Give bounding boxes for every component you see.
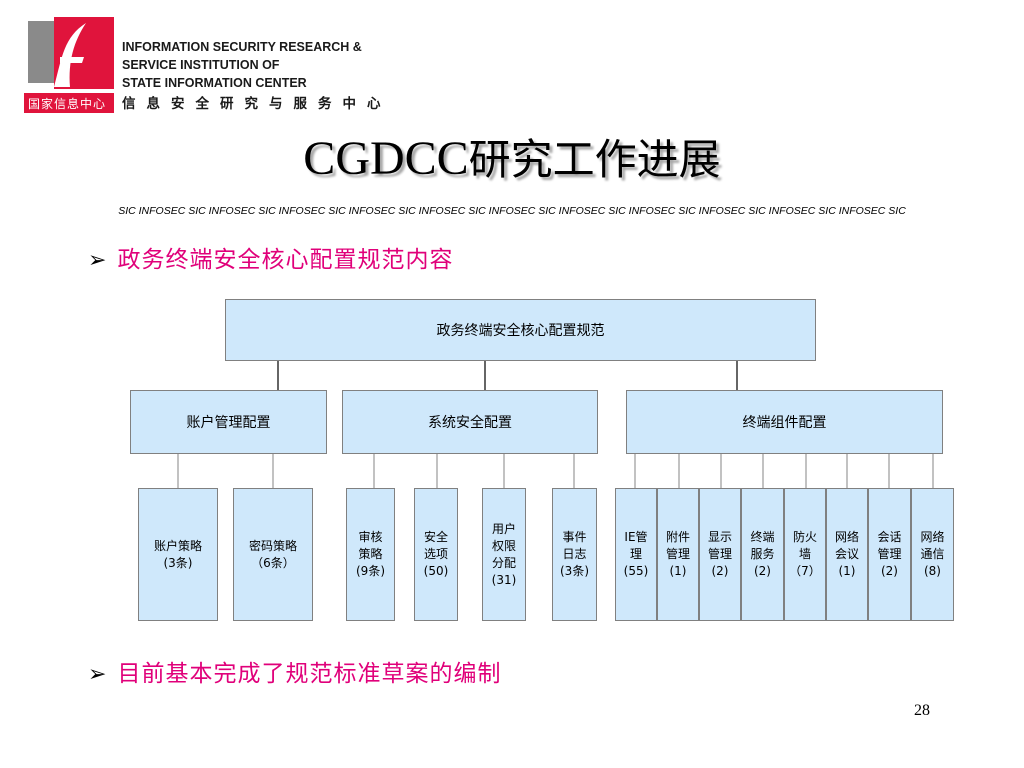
leaf-node-netmeeting: 网络 会议 (1) xyxy=(826,488,868,621)
slide-title: CGDCC研究工作进展 xyxy=(0,126,1024,187)
leaf-node-network-communication: 网络 通信 (8) xyxy=(911,488,954,621)
bullet-2: ➢ 目前基本完成了规范标准草案的编制 xyxy=(88,654,501,688)
group-node-system: 系统安全配置 xyxy=(342,390,598,454)
leaf-node-account-policy: 账户策略 (3条) xyxy=(138,488,218,621)
leaf-node-event-log: 事件 日志 (3条) xyxy=(552,488,597,621)
leaf-node-security-options: 安全 选项 (50) xyxy=(414,488,458,621)
infosec-ticker: SIC INFOSEC SIC INFOSEC SIC INFOSEC SIC … xyxy=(118,205,906,217)
org-name-en-line-1: INFORMATION SECURITY RESEARCH & xyxy=(122,40,362,54)
slide-title-latin: CGDCC xyxy=(303,132,469,185)
leaf-node-display-management: 显示 管理 (2) xyxy=(699,488,741,621)
group-node-terminal: 终端组件配置 xyxy=(626,390,943,454)
bullet-1: ➢ 政务终端安全核心配置规范内容 xyxy=(88,240,453,274)
bullet-2-text: 目前基本完成了规范标准草案的编制 xyxy=(117,661,502,687)
leaf-node-firewall: 防火 墙 （7） xyxy=(784,488,826,621)
leaf-node-attachment-management: 附件 管理 (1) xyxy=(657,488,699,621)
bullet-1-text: 政务终端安全核心配置规范内容 xyxy=(117,247,454,273)
org-name-en-line-3: STATE INFORMATION CENTER xyxy=(122,76,307,90)
org-name-en-line-2: SERVICE INSTITUTION OF xyxy=(122,58,280,72)
logo-band-text: 国家信息中心 xyxy=(28,97,107,111)
org-name-en: INFORMATION SECURITY RESEARCH & SERVICE … xyxy=(122,38,362,92)
leaf-node-audit-policy: 审核 策略 (9条) xyxy=(346,488,395,621)
leaf-node-password-policy: 密码策略 （6条） xyxy=(233,488,313,621)
slide-title-cn: 研究工作进展 xyxy=(468,135,721,184)
bullet-arrow-icon: ➢ xyxy=(88,248,108,273)
leaf-node-ie-management: IE管 理 (55) xyxy=(615,488,657,621)
org-name-cn: 信息安全研究与服务中心 xyxy=(122,96,392,112)
tree-root-node: 政务终端安全核心配置规范 xyxy=(225,299,816,361)
page-number: 28 xyxy=(914,702,930,719)
leaf-node-user-rights: 用户 权限 分配 (31) xyxy=(482,488,526,621)
group-node-account: 账户管理配置 xyxy=(130,390,327,454)
logo-band xyxy=(24,93,114,113)
leaf-node-terminal-services: 终端 服务 (2) xyxy=(741,488,784,621)
leaf-node-session-management: 会话 管理 (2) xyxy=(868,488,911,621)
bullet-arrow-icon: ➢ xyxy=(88,662,108,687)
sic-logo-icon xyxy=(24,17,114,89)
